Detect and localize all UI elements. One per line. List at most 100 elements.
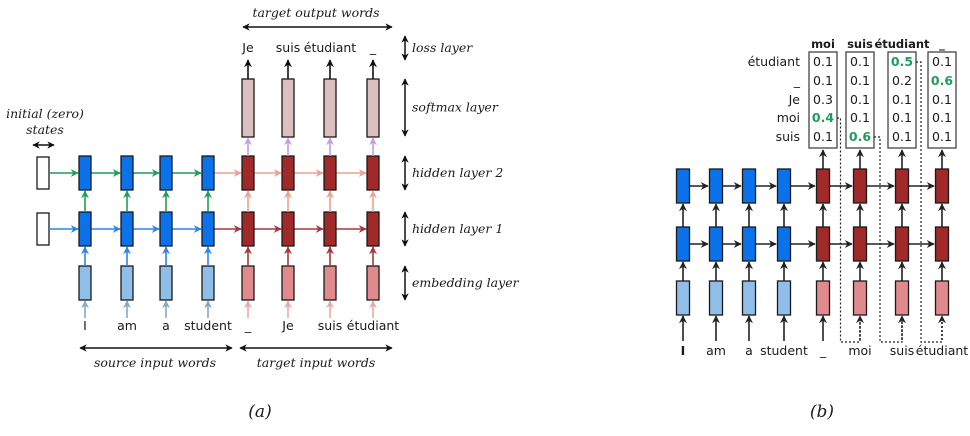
output-word: _	[939, 37, 945, 52]
vocab-label: étudiant	[748, 54, 801, 69]
output-word: étudiant	[874, 37, 930, 51]
feedback-dotted-path	[874, 136, 903, 343]
source-word: am	[117, 318, 137, 333]
decoder-hidden2-cell	[281, 155, 295, 191]
decoder-hidden1-cell	[241, 211, 255, 247]
encoder-embedding-cell	[776, 280, 792, 316]
target-input-word: _	[244, 318, 252, 333]
softmax-cell	[281, 78, 295, 138]
probability-value-highlighted: 0.6	[931, 73, 953, 88]
output-word: moi	[811, 37, 835, 51]
encoder-hidden2-cell	[708, 168, 724, 204]
encoder-hidden2-cell	[159, 155, 173, 191]
decoder-embedding-cell	[323, 265, 337, 301]
decoder-embedding-cell	[894, 280, 910, 316]
encoder-hidden1-cell	[741, 226, 757, 262]
encoder-embedding-cell	[159, 265, 173, 301]
encoder-hidden1-cell	[776, 226, 792, 262]
encoder-embedding-cell	[120, 265, 134, 301]
decoder-hidden2-cell	[366, 155, 380, 191]
probability-value: 0.1	[850, 73, 870, 88]
probability-value: 0.1	[850, 92, 870, 107]
encoder-hidden1-cell	[708, 226, 724, 262]
decoder-hidden1-cell	[934, 226, 950, 262]
encoder-hidden1-cell	[78, 211, 92, 247]
input-word: student	[760, 343, 808, 358]
target-output-word: _	[369, 40, 377, 55]
probability-value: 0.1	[850, 54, 870, 69]
probability-column-box	[845, 51, 875, 149]
encoder-embedding-cell	[708, 280, 724, 316]
probability-value: 0.1	[813, 73, 833, 88]
encoder-hidden1-cell	[159, 211, 173, 247]
decoder-hidden2-cell	[323, 155, 337, 191]
target-input-word: étudiant	[347, 318, 400, 333]
probability-value: 0.1	[932, 110, 952, 125]
decoder-hidden1-cell	[323, 211, 337, 247]
probability-value: 0.1	[813, 54, 833, 69]
decoder-embedding-cell	[281, 265, 295, 301]
layer-label-hidden2: hidden layer 2	[412, 165, 503, 180]
probability-column-box	[808, 51, 838, 149]
softmax-cell	[241, 78, 255, 138]
probability-value: 0.1	[850, 110, 870, 125]
target-input-word: suis	[318, 318, 342, 333]
vocab-label: Je	[788, 92, 801, 107]
probability-value: 0.1	[932, 129, 952, 144]
input-word: suis	[890, 343, 914, 358]
probability-value: 0.1	[932, 92, 952, 107]
input-word: I	[681, 343, 686, 358]
encoder-hidden2-cell	[776, 168, 792, 204]
probability-value: 0.1	[892, 110, 912, 125]
initial-state-box-layer2	[36, 156, 50, 190]
encoder-embedding-cell	[741, 280, 757, 316]
encoder-embedding-cell	[78, 265, 92, 301]
initial-states-label: initial (zero)	[6, 106, 84, 121]
decoder-hidden2-cell	[241, 155, 255, 191]
layer-label-loss: loss layer	[412, 40, 473, 55]
input-word: _	[819, 343, 827, 358]
input-word: étudiant	[916, 343, 969, 358]
layer-label-softmax: softmax layer	[412, 100, 499, 115]
decoder-hidden2-cell	[815, 168, 831, 204]
layer-label-hidden1: hidden layer 1	[412, 221, 503, 236]
decoder-hidden1-cell	[281, 211, 295, 247]
encoder-hidden2-cell	[120, 155, 134, 191]
probability-value: 0.1	[813, 129, 833, 144]
decoder-hidden1-cell	[852, 226, 868, 262]
probability-value-highlighted: 0.6	[849, 129, 871, 144]
layer-label-embedding: embedding layer	[412, 275, 520, 290]
vocab-label: suis	[776, 129, 800, 144]
source-word: student	[184, 318, 232, 333]
decoder-hidden2-cell	[894, 168, 910, 204]
vocab-label: moi	[777, 110, 800, 125]
probability-column-box	[887, 51, 917, 149]
decoder-embedding-cell	[852, 280, 868, 316]
encoder-hidden1-cell	[201, 211, 215, 247]
decoder-hidden1-cell	[894, 226, 910, 262]
decoder-embedding-cell	[241, 265, 255, 301]
softmax-cell	[366, 78, 380, 138]
decoder-hidden1-cell	[815, 226, 831, 262]
probability-value: 0.2	[892, 73, 912, 88]
softmax-cell	[323, 78, 337, 138]
caption-b: (b)	[810, 402, 834, 422]
feedback-dotted-path	[916, 61, 943, 343]
decoder-embedding-cell	[815, 280, 831, 316]
target-output-word: suis	[276, 40, 300, 55]
input-word: a	[745, 343, 753, 358]
encoder-hidden1-cell	[120, 211, 134, 247]
vocab-label: _	[793, 73, 801, 88]
output-word: suis	[847, 37, 873, 51]
decoder-embedding-cell	[934, 280, 950, 316]
initial-state-box-layer1	[36, 212, 50, 246]
target-output-word: Je	[241, 40, 254, 55]
probability-value: 0.3	[813, 92, 833, 107]
encoder-embedding-cell	[201, 265, 215, 301]
target-input-word: Je	[281, 318, 294, 333]
probability-column-box	[927, 51, 957, 149]
source-word: I	[83, 318, 87, 333]
input-word: am	[706, 343, 726, 358]
encoder-hidden1-cell	[675, 226, 691, 262]
